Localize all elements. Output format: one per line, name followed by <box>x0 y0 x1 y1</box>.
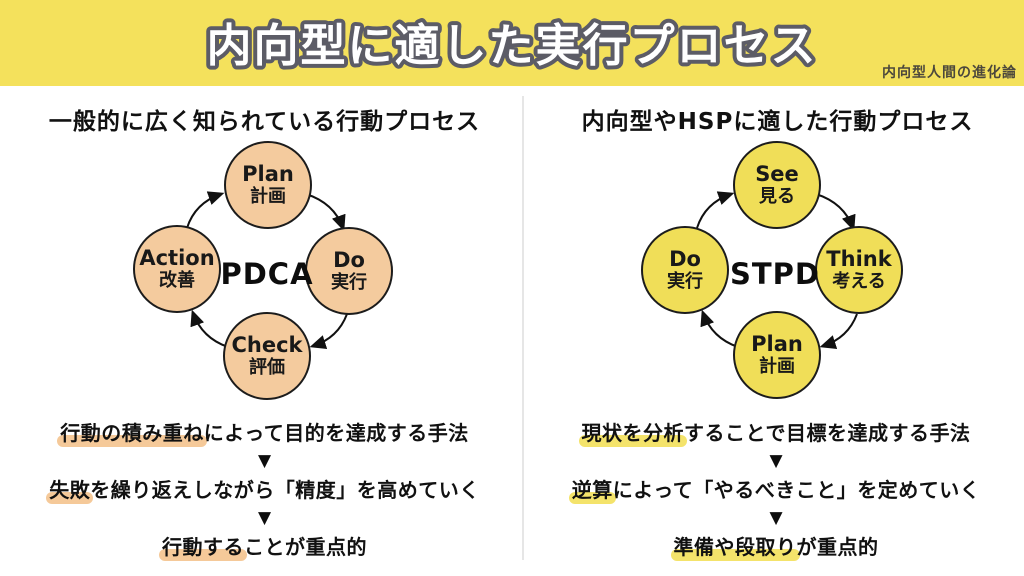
node-check: Check 評価 <box>223 312 311 400</box>
pdca-point-1: 行動の積み重ねによって目的を達成する手法 <box>57 420 469 447</box>
node-plan2-jp: 計画 <box>759 355 795 377</box>
pdca-point-3-rest: ことが重点的 <box>244 535 367 559</box>
node-plan: Plan 計画 <box>224 141 312 229</box>
pdca-label: PDCA <box>220 257 314 291</box>
arrow-plan-to-do2 <box>700 309 739 348</box>
stpd-cycle-diagram: See 見る Think 考える Plan 計画 Do 実行 STPD <box>630 140 930 420</box>
pdca-cycle-diagram: Plan 計画 Do 実行 Check 評価 Action 改善 PDCA <box>120 140 420 420</box>
node-think: Think 考える <box>815 226 903 314</box>
stpd-point-3-highlight: 準備や段取り <box>670 535 800 561</box>
stpd-point-2-highlight: 逆算 <box>568 478 616 504</box>
node-check-en: Check <box>231 333 303 358</box>
node-think-en: Think <box>826 247 892 272</box>
node-do-jp: 実行 <box>331 271 367 293</box>
node-do2-en: Do <box>669 247 701 272</box>
down-triangle-icon: ▼ <box>257 508 272 528</box>
pdca-summary: 行動の積み重ねによって目的を達成する手法 ▼ 失敗を繰り返えしながら「精度」を高… <box>12 420 517 561</box>
node-see-jp: 見る <box>759 185 795 207</box>
arrow-do-to-see <box>696 191 735 229</box>
right-section-heading: 内向型やHSPに適した行動プロセス <box>581 109 974 135</box>
stpd-point-1-highlight: 現状を分析 <box>578 421 687 447</box>
node-think-jp: 考える <box>832 270 886 292</box>
arrow-see-to-think <box>815 193 856 232</box>
stpd-point-2-rest: によって「やるべきこと」を定めていく <box>612 478 981 502</box>
pdca-point-2-highlight: 失敗 <box>46 478 94 504</box>
down-triangle-icon: ▼ <box>769 508 783 528</box>
node-do: Do 実行 <box>305 227 393 315</box>
arrow-action-to-plan <box>186 191 225 229</box>
arrow-check-to-action <box>190 309 229 348</box>
pdca-point-1-highlight: 行動の積み重ね <box>57 421 207 447</box>
pdca-point-3: 行動することが重点的 <box>159 534 367 561</box>
down-triangle-icon: ▼ <box>769 451 783 471</box>
title-banner: 内向型に適した実行プロセス 内向型人間の進化論 <box>0 0 1024 86</box>
node-action-jp: 改善 <box>159 269 195 291</box>
node-plan2: Plan 計画 <box>733 311 821 399</box>
pdca-point-1-rest: によって目的を達成する手法 <box>203 421 469 445</box>
brand-logo-text: 内向型人間の進化論 <box>882 65 1017 81</box>
pdca-point-2: 失敗を繰り返えしながら「精度」を高めていく <box>46 477 480 504</box>
arrow-plan-to-do <box>305 193 346 232</box>
pdca-point-3-highlight: 行動する <box>159 535 247 561</box>
node-action: Action 改善 <box>133 225 221 313</box>
stpd-summary: 現状を分析することで目標を達成する手法 ▼ 逆算によって「やるべきこと」を定めて… <box>532 420 1020 561</box>
node-do-en: Do <box>333 248 365 273</box>
down-triangle-icon: ▼ <box>257 451 272 471</box>
arrow-do-to-check <box>309 313 348 350</box>
arrow-think-to-plan <box>819 313 858 350</box>
node-do2: Do 実行 <box>641 226 729 314</box>
vertical-divider <box>522 96 524 560</box>
stpd-point-1-rest: することで目標を達成する手法 <box>684 421 971 445</box>
node-see: See 見る <box>733 141 821 229</box>
left-section-heading: 一般的に広く知られている行動プロセス <box>48 109 481 135</box>
node-plan-en: Plan <box>242 162 294 187</box>
stpd-point-1: 現状を分析することで目標を達成する手法 <box>578 420 971 447</box>
node-plan-jp: 計画 <box>250 185 286 207</box>
node-plan2-en: Plan <box>751 332 803 357</box>
stpd-point-3: 準備や段取りが重点的 <box>670 534 879 561</box>
stpd-point-2: 逆算によって「やるべきこと」を定めていく <box>568 477 981 504</box>
node-see-en: See <box>755 162 799 187</box>
node-action-en: Action <box>139 246 215 271</box>
node-do2-jp: 実行 <box>667 270 703 292</box>
page-title: 内向型に適した実行プロセス <box>206 19 817 72</box>
title-text-svg: 内向型に適した実行プロセス <box>202 15 819 76</box>
stpd-point-3-rest: が重点的 <box>796 535 879 559</box>
stpd-label: STPD <box>730 257 820 291</box>
pdca-point-2-rest: を繰り返えしながら「精度」を高めていく <box>90 478 480 502</box>
node-check-jp: 評価 <box>249 356 285 378</box>
